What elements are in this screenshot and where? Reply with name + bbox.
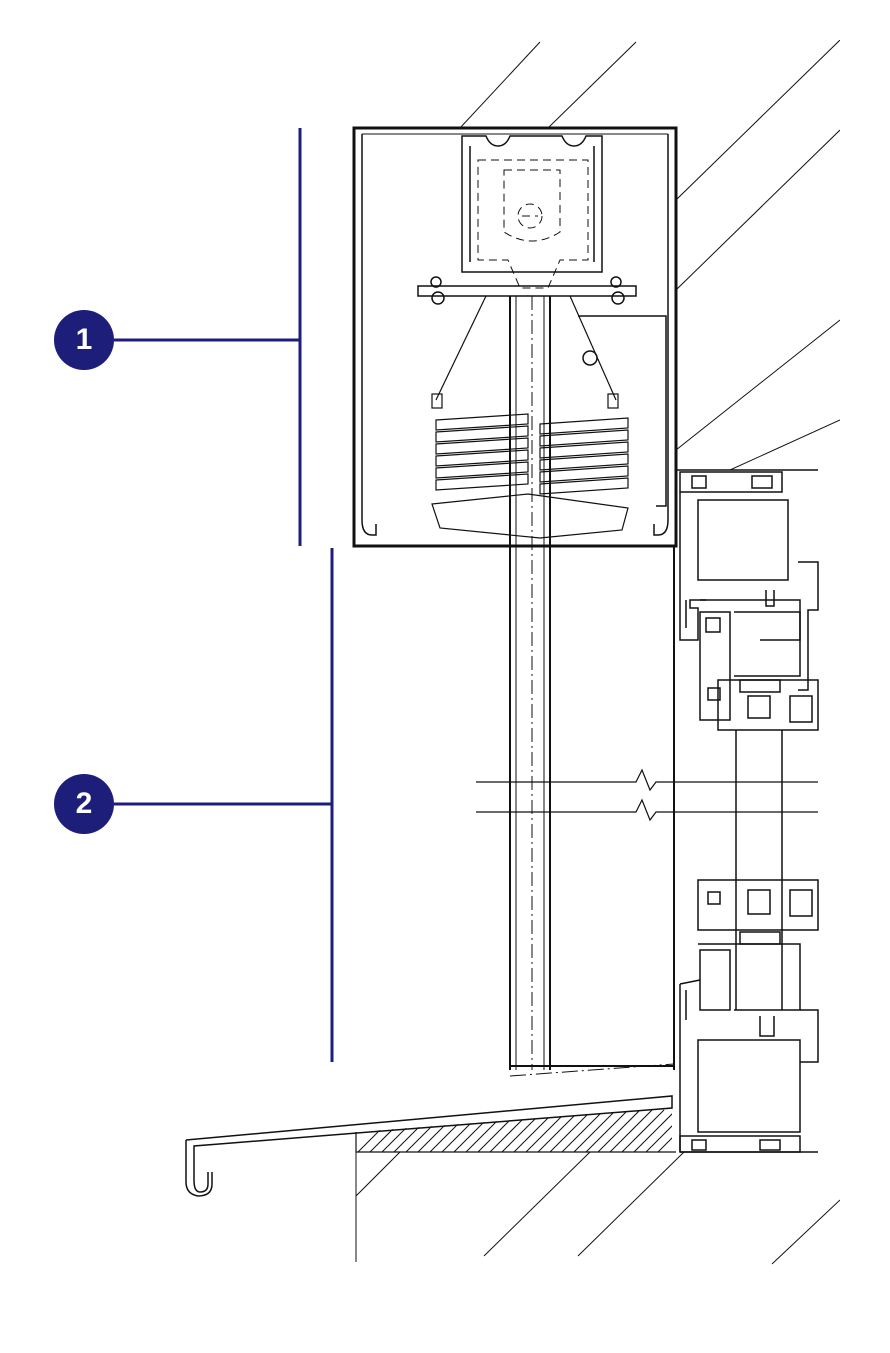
shutter-box — [352, 126, 678, 548]
break-lines — [476, 768, 818, 822]
dimension-lines — [114, 128, 334, 1062]
shutter-rails — [509, 296, 675, 1077]
wall-hatch-bottom — [356, 1152, 840, 1265]
window-sill — [185, 1095, 673, 1197]
wall-hatch-over-box — [459, 41, 637, 129]
window-frame — [676, 469, 819, 1153]
roller-bracket — [417, 135, 637, 305]
callout-marker-1-label: 1 — [75, 323, 93, 356]
callout-marker-2-label: 2 — [75, 787, 93, 820]
callout-marker-2: 2 — [54, 774, 114, 834]
side-guide — [578, 315, 667, 507]
motor-outline — [477, 159, 589, 289]
wall-hatch-top — [676, 40, 840, 470]
wound-slats — [431, 295, 629, 539]
callout-marker-1: 1 — [54, 310, 114, 370]
